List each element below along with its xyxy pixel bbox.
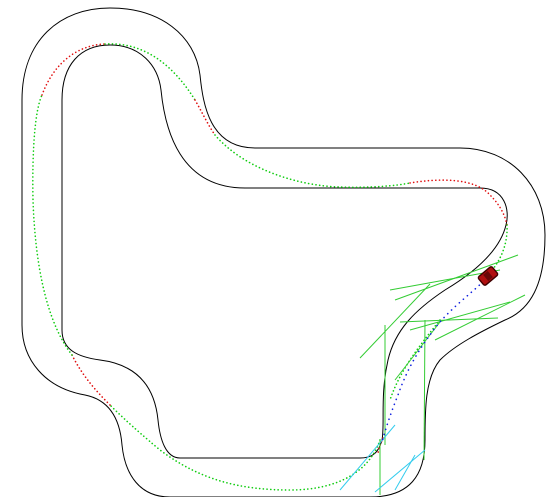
racing-line-segment-green (389, 319, 441, 401)
sensor-ray (359, 283, 431, 359)
racing-line-segment-green (32, 94, 73, 356)
racing-line-segment-red (41, 43, 106, 96)
racing-line-segment-red (194, 99, 216, 136)
car-cockpit (483, 271, 493, 281)
inner-track-boundary (61, 44, 508, 459)
sensor-ray (394, 321, 441, 381)
racing-line-segment-green (214, 134, 411, 189)
outer-track-boundary (21, 7, 546, 497)
sensor-ray (399, 317, 499, 323)
previous-sensor-rays (339, 424, 426, 493)
sensor-ray (374, 449, 426, 493)
racing-line-segment-green (104, 43, 196, 101)
sensor-ray (339, 424, 396, 491)
sensor-ray (394, 454, 416, 491)
sensor-ray (409, 301, 511, 331)
sensor-ray (434, 294, 526, 341)
car (477, 266, 499, 286)
racing-line (32, 43, 508, 491)
sensor-rays (359, 254, 526, 495)
sensor-ray (394, 254, 519, 301)
